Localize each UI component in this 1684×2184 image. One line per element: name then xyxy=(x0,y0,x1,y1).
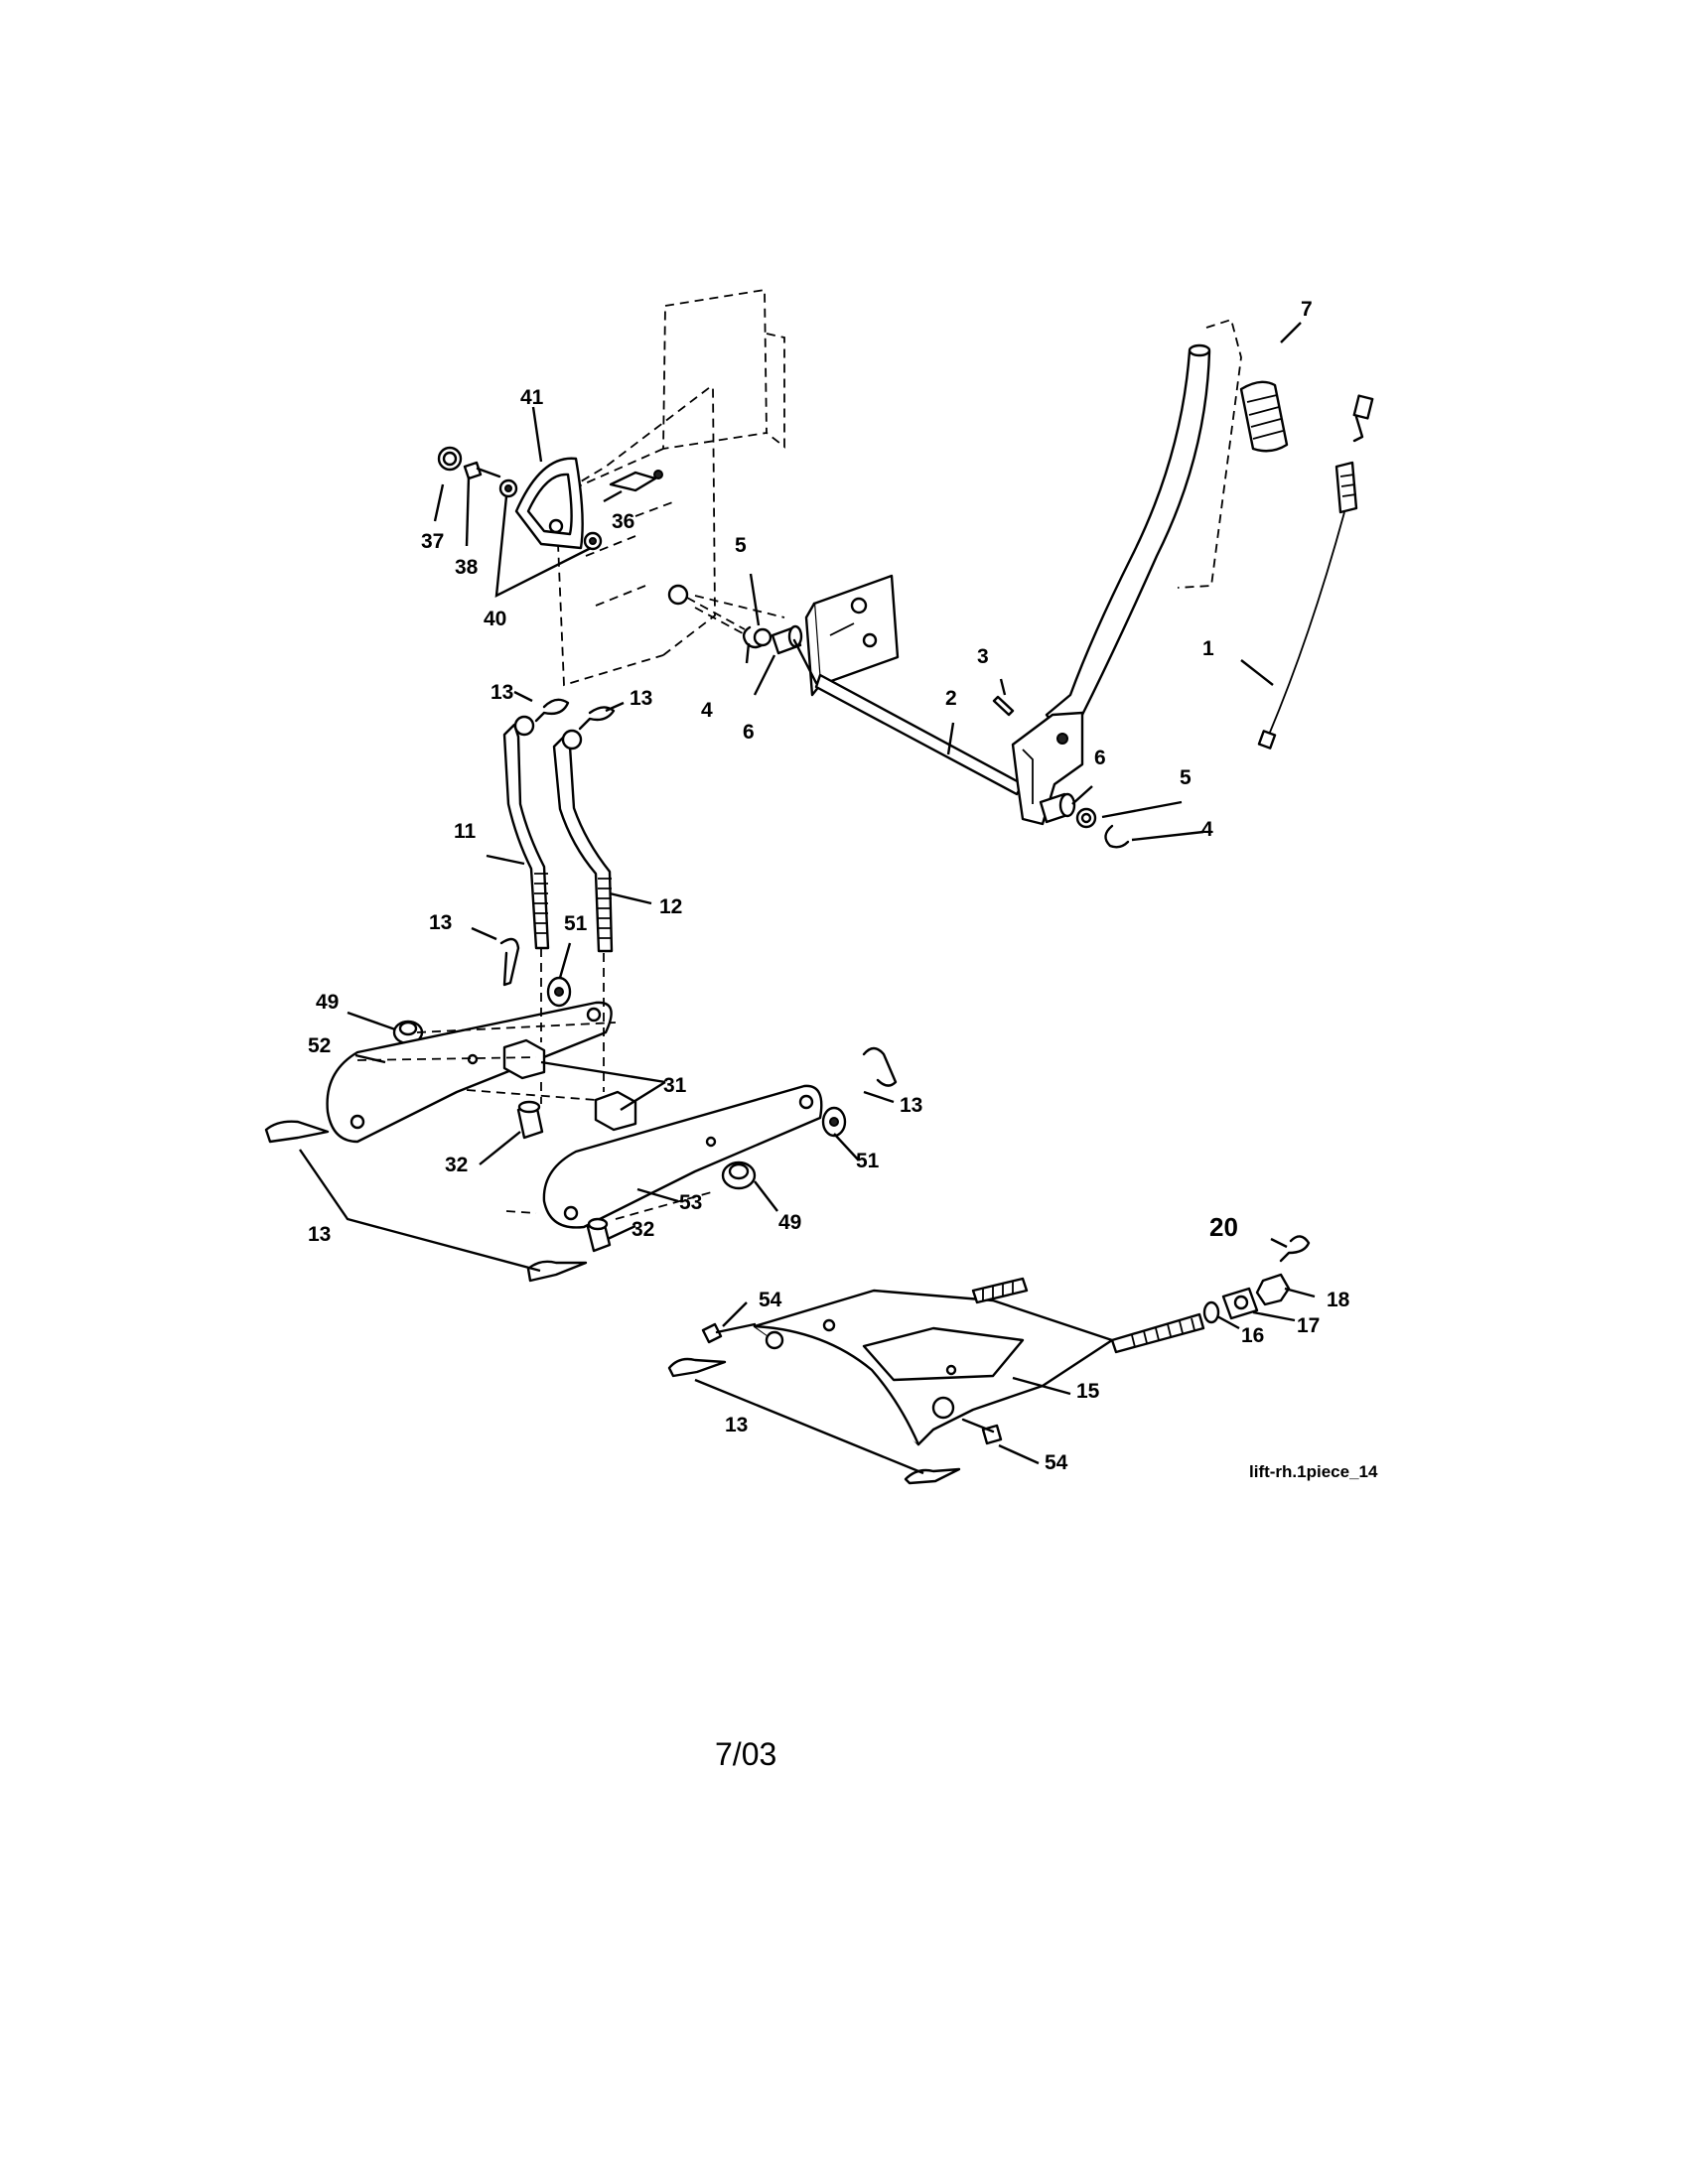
callout-40: 40 xyxy=(484,608,506,630)
callout-7: 7 xyxy=(1301,298,1313,321)
part-7-grip xyxy=(1239,380,1289,453)
part-15-lift-plate xyxy=(753,1289,1114,1446)
callout-36: 36 xyxy=(612,510,634,533)
callout-5-left: 5 xyxy=(735,534,747,557)
callout-17: 17 xyxy=(1297,1314,1320,1337)
callout-13-e: 13 xyxy=(308,1223,331,1246)
callout-15: 15 xyxy=(1076,1380,1100,1403)
part-6-bushing-left xyxy=(771,624,803,655)
lift-handle xyxy=(1011,318,1242,826)
callout-54-a: 54 xyxy=(759,1289,782,1311)
callout-13-a: 13 xyxy=(491,681,513,704)
part-3-pin xyxy=(992,695,1015,717)
callout-13-d: 13 xyxy=(900,1094,922,1117)
callout-13-f: 13 xyxy=(725,1414,748,1436)
part-37-ring xyxy=(437,446,463,472)
callout-49-a: 49 xyxy=(316,991,339,1014)
part-53-lift-arm xyxy=(542,1084,823,1229)
part-38-screw xyxy=(463,461,501,480)
part-52-lift-arm xyxy=(326,1001,613,1144)
footer-date-code: 7/03 xyxy=(715,1736,776,1772)
callout-31: 31 xyxy=(663,1074,687,1097)
callout-54-b: 54 xyxy=(1045,1451,1068,1474)
leader-lines xyxy=(299,322,1316,1475)
callout-1: 1 xyxy=(1202,637,1214,660)
callout-32-a: 32 xyxy=(445,1154,468,1176)
callout-13-c: 13 xyxy=(429,911,452,934)
callout-20: 20 xyxy=(1209,1212,1238,1242)
part-1-cable xyxy=(1257,394,1374,750)
callout-13-b: 13 xyxy=(630,687,652,710)
callout-3: 3 xyxy=(977,645,989,668)
callout-11: 11 xyxy=(454,820,477,843)
callout-6-left: 6 xyxy=(743,721,755,744)
callout-4-left: 4 xyxy=(701,699,713,722)
part-49-bushings xyxy=(392,1020,757,1190)
frame-panel-dashed xyxy=(555,288,785,687)
callout-4-right: 4 xyxy=(1201,818,1213,841)
callout-5-right: 5 xyxy=(1180,766,1192,789)
part-6-bushing-right xyxy=(1039,792,1076,824)
part-16-washer xyxy=(1202,1300,1220,1324)
part-31-trunnions xyxy=(502,1038,637,1132)
callout-51-b: 51 xyxy=(856,1150,880,1172)
part-12-lift-link xyxy=(552,729,614,953)
callout-labels: 41 36 37 38 40 5 4 6 3 2 6 5 4 7 1 13 13… xyxy=(308,298,1350,1474)
bracket-pivot-pin xyxy=(667,584,746,630)
plate-threaded-rods xyxy=(971,1277,1205,1354)
part-54-bolts xyxy=(701,1322,1003,1445)
callout-51-a: 51 xyxy=(564,912,588,935)
callout-37: 37 xyxy=(421,530,444,553)
callout-16: 16 xyxy=(1241,1324,1264,1347)
part-20-hairpin xyxy=(1279,1235,1311,1263)
part-51-washers xyxy=(546,976,847,1138)
diagram-caption: lift-rh.1piece_14 xyxy=(1249,1462,1378,1481)
alignment-lines xyxy=(356,948,716,1220)
callout-12: 12 xyxy=(659,895,682,918)
callout-32-b: 32 xyxy=(632,1218,654,1241)
callout-18: 18 xyxy=(1327,1289,1350,1311)
callout-52: 52 xyxy=(308,1034,331,1057)
callout-41: 41 xyxy=(520,386,544,409)
part-4-clip-right xyxy=(1104,824,1130,849)
part-5-washer-left xyxy=(753,627,772,647)
part-2-lift-shaft xyxy=(792,574,1025,796)
part-13-hairpin-clips xyxy=(264,698,961,1485)
callout-2: 2 xyxy=(945,687,957,710)
part-40-washers xyxy=(498,478,603,551)
part-5-washer-right xyxy=(1075,807,1097,829)
callout-38: 38 xyxy=(455,556,479,579)
part-11-lift-link xyxy=(502,715,550,950)
callout-6-right: 6 xyxy=(1094,747,1106,769)
part-17-trunnion xyxy=(1221,1287,1259,1320)
callout-53: 53 xyxy=(679,1191,702,1214)
part-32-nuts xyxy=(516,1100,612,1253)
callout-49-b: 49 xyxy=(778,1211,801,1234)
part-18-nut xyxy=(1255,1273,1291,1306)
part-36-spring-clip xyxy=(609,470,663,492)
part-41-knob xyxy=(514,457,584,550)
